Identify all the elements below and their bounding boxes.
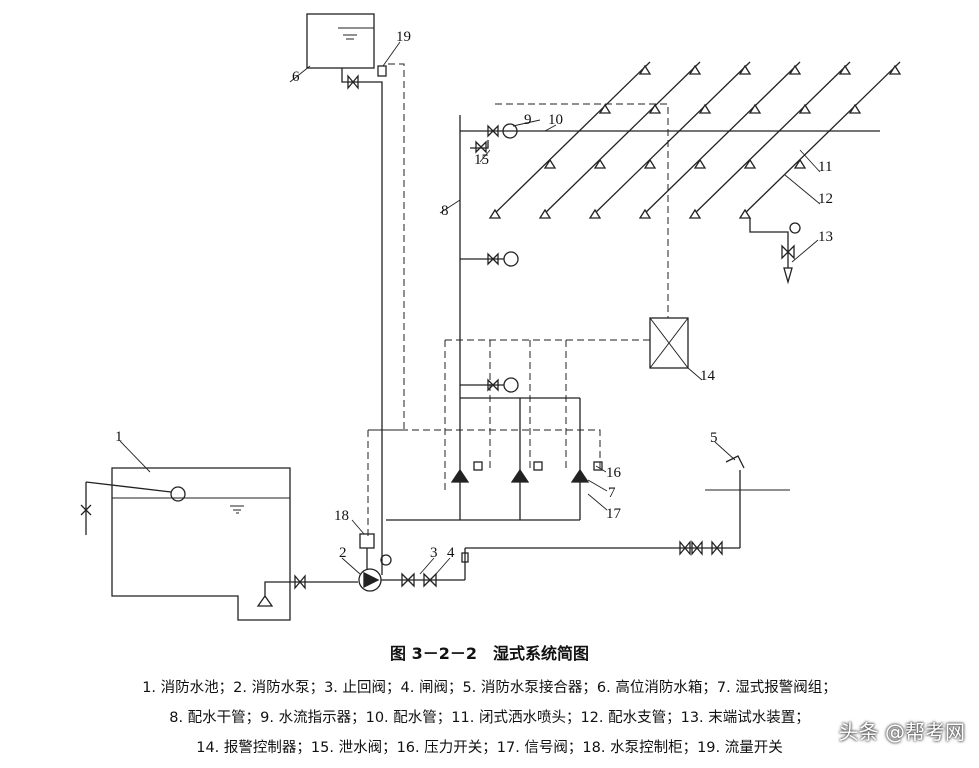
callout-3: 3 xyxy=(430,545,438,561)
callout-15: 15 xyxy=(474,152,489,168)
wet-system-diagram: 1 2 3 4 5 6 7 8 9 10 11 12 13 14 15 16 1… xyxy=(80,13,902,621)
callout-12: 12 xyxy=(818,191,833,207)
callout-6: 6 xyxy=(292,69,300,85)
callout-16: 16 xyxy=(606,465,622,481)
legend-line-2: 8. 配水干管；9. 水流指示器；10. 配水管；11. 闭式洒水喷头；12. … xyxy=(169,710,810,726)
callout-2: 2 xyxy=(339,545,347,561)
callout-18: 18 xyxy=(334,508,349,524)
watermark: 头条 @帮考网 xyxy=(838,720,965,744)
callout-1: 1 xyxy=(115,429,123,445)
pump-control-cabinet xyxy=(359,533,375,549)
callout-10: 10 xyxy=(548,112,563,128)
fire-water-pool xyxy=(111,467,291,621)
callout-5: 5 xyxy=(710,430,718,446)
check-valve xyxy=(401,572,415,588)
callout-8: 8 xyxy=(441,203,449,219)
callout-17: 17 xyxy=(606,506,622,522)
high-level-tank xyxy=(306,13,375,69)
legend-line-3: 14. 报警控制器；15. 泄水阀；16. 压力开关；17. 信号阀；18. 水… xyxy=(196,740,783,756)
callout-11: 11 xyxy=(818,159,832,175)
callout-7: 7 xyxy=(608,485,616,501)
callout-14: 14 xyxy=(700,368,716,384)
callout-19: 19 xyxy=(396,29,411,45)
callout-labels: 1 2 3 4 5 6 7 8 9 10 11 12 13 14 15 16 1… xyxy=(115,29,833,561)
alarm-controller xyxy=(649,317,689,369)
legend-line-1: 1. 消防水池；2. 消防水泵；3. 止回阀；4. 闸阀；5. 消防水泵接合器；… xyxy=(142,680,837,696)
figure-caption: 图 3－2－2 湿式系统简图 xyxy=(390,644,589,663)
callout-4: 4 xyxy=(447,545,455,561)
callout-9: 9 xyxy=(524,112,532,128)
callout-13: 13 xyxy=(818,229,833,245)
suction-valve xyxy=(294,574,306,590)
